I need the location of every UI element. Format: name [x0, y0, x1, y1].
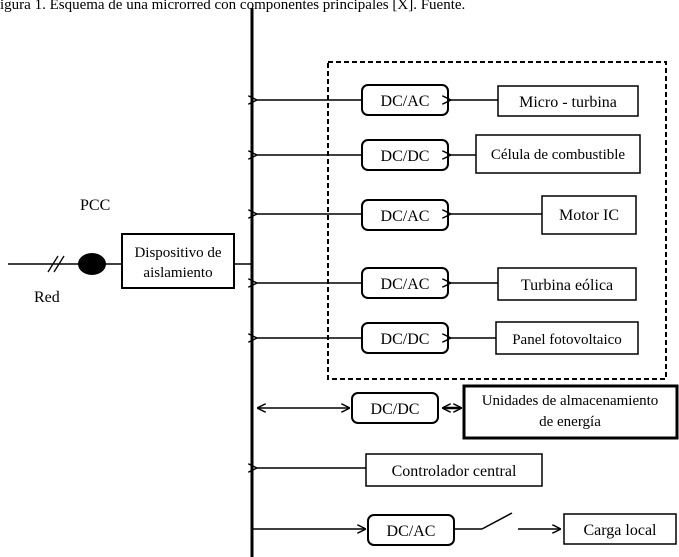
storage-converter-label: DC/DC	[371, 401, 420, 418]
red-label: Red	[34, 289, 60, 306]
pcc-breaker-dot	[78, 253, 106, 275]
load-converter-label: DC/AC	[387, 523, 436, 540]
caption-fragment: igura 1. Esquema de una microrred con co…	[0, 0, 465, 13]
source-box	[541, 195, 637, 235]
source-box	[497, 85, 639, 117]
converter-label: DC/DC	[381, 148, 430, 165]
source-label: Célula de combustible	[491, 147, 625, 163]
converter-label: DC/AC	[381, 276, 430, 293]
source-row-panel-fotovoltaico: DC/DC Panel fotovoltaico	[256, 321, 639, 355]
source-box	[497, 267, 637, 301]
source-label: Micro - turbina	[519, 94, 617, 111]
isolation-device-line1: Dispositivo de	[134, 245, 221, 261]
source-box	[495, 321, 639, 355]
source-row-micro-turbina: DC/AC Micro - turbina	[256, 84, 639, 117]
pcc-label: PCC	[80, 197, 110, 214]
converter-label: DC/AC	[381, 93, 430, 110]
storage-row: DC/DC Unidades de almacenamiento de ener…	[258, 384, 679, 440]
source-row-celula-de-combustible: DC/DC Célula de combustible	[256, 134, 641, 174]
load-converter-box	[367, 514, 455, 546]
distributed-generation-enclosure	[327, 61, 667, 380]
load-switch	[481, 512, 513, 530]
storage-units-line1: Unidades de almacenamiento	[482, 393, 659, 409]
load-row: DC/AC Carga local	[252, 512, 677, 546]
central-controller-label: Controlador central	[392, 463, 517, 480]
controller-row: Controlador central	[256, 453, 543, 487]
grid-slash-1	[47, 255, 59, 273]
source-label: Motor IC	[559, 207, 619, 224]
isolation-device-line2: aislamiento	[143, 265, 212, 281]
storage-converter-box	[351, 392, 439, 424]
isolation-device-box	[121, 233, 235, 289]
source-box	[475, 134, 641, 174]
local-load-box	[563, 513, 677, 545]
source-label: Turbina eólica	[521, 277, 613, 294]
storage-units-line2: de energía	[539, 414, 601, 430]
local-load-label: Carga local	[583, 522, 657, 539]
storage-units-box	[462, 384, 679, 440]
grid-slash-2	[53, 255, 65, 273]
source-label: Panel fotovoltaico	[512, 332, 622, 348]
central-controller-box	[365, 453, 543, 487]
converter-label: DC/AC	[381, 208, 430, 225]
converter-label: DC/DC	[381, 331, 430, 348]
source-row-motor-ic: DC/AC Motor IC	[256, 195, 637, 235]
source-row-turbina-eolica: DC/AC Turbina eólica	[256, 267, 637, 301]
